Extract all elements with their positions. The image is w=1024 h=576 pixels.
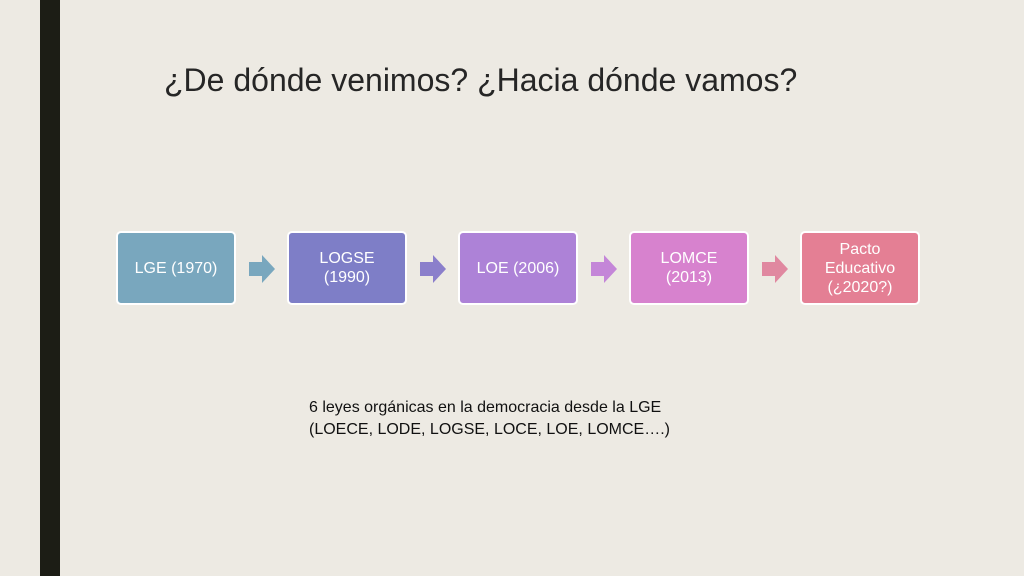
arrow-right-icon	[420, 255, 446, 283]
step-pacto-educativo: Pacto Educativo (¿2020?)	[800, 231, 920, 305]
note-line: (LOECE, LODE, LOGSE, LOCE, LOE, LOMCE….)	[309, 421, 670, 438]
arrow-right-icon	[762, 255, 788, 283]
step-label: LOE (2006)	[476, 259, 560, 277]
note-line: 6 leyes orgánicas en la democracia desde…	[309, 399, 662, 416]
step-label: LOGSE (1990)	[319, 250, 375, 286]
arrow-right-icon	[249, 255, 275, 283]
arrow-right-icon	[591, 255, 617, 283]
step-logse: LOGSE (1990)	[287, 231, 407, 305]
step-label: LOMCE (2013)	[660, 250, 718, 286]
slide-title: ¿De dónde venimos? ¿Hacia dónde vamos?	[164, 62, 798, 98]
step-label: Pacto Educativo (¿2020?)	[824, 240, 896, 296]
step-lge: LGE (1970)	[116, 231, 236, 305]
step-label: LGE (1970)	[134, 259, 218, 277]
laws-note: 6 leyes orgánicas en la democracia desde…	[309, 397, 670, 441]
step-loe: LOE (2006)	[458, 231, 578, 305]
accent-bar	[40, 0, 60, 576]
step-lomce: LOMCE (2013)	[629, 231, 749, 305]
